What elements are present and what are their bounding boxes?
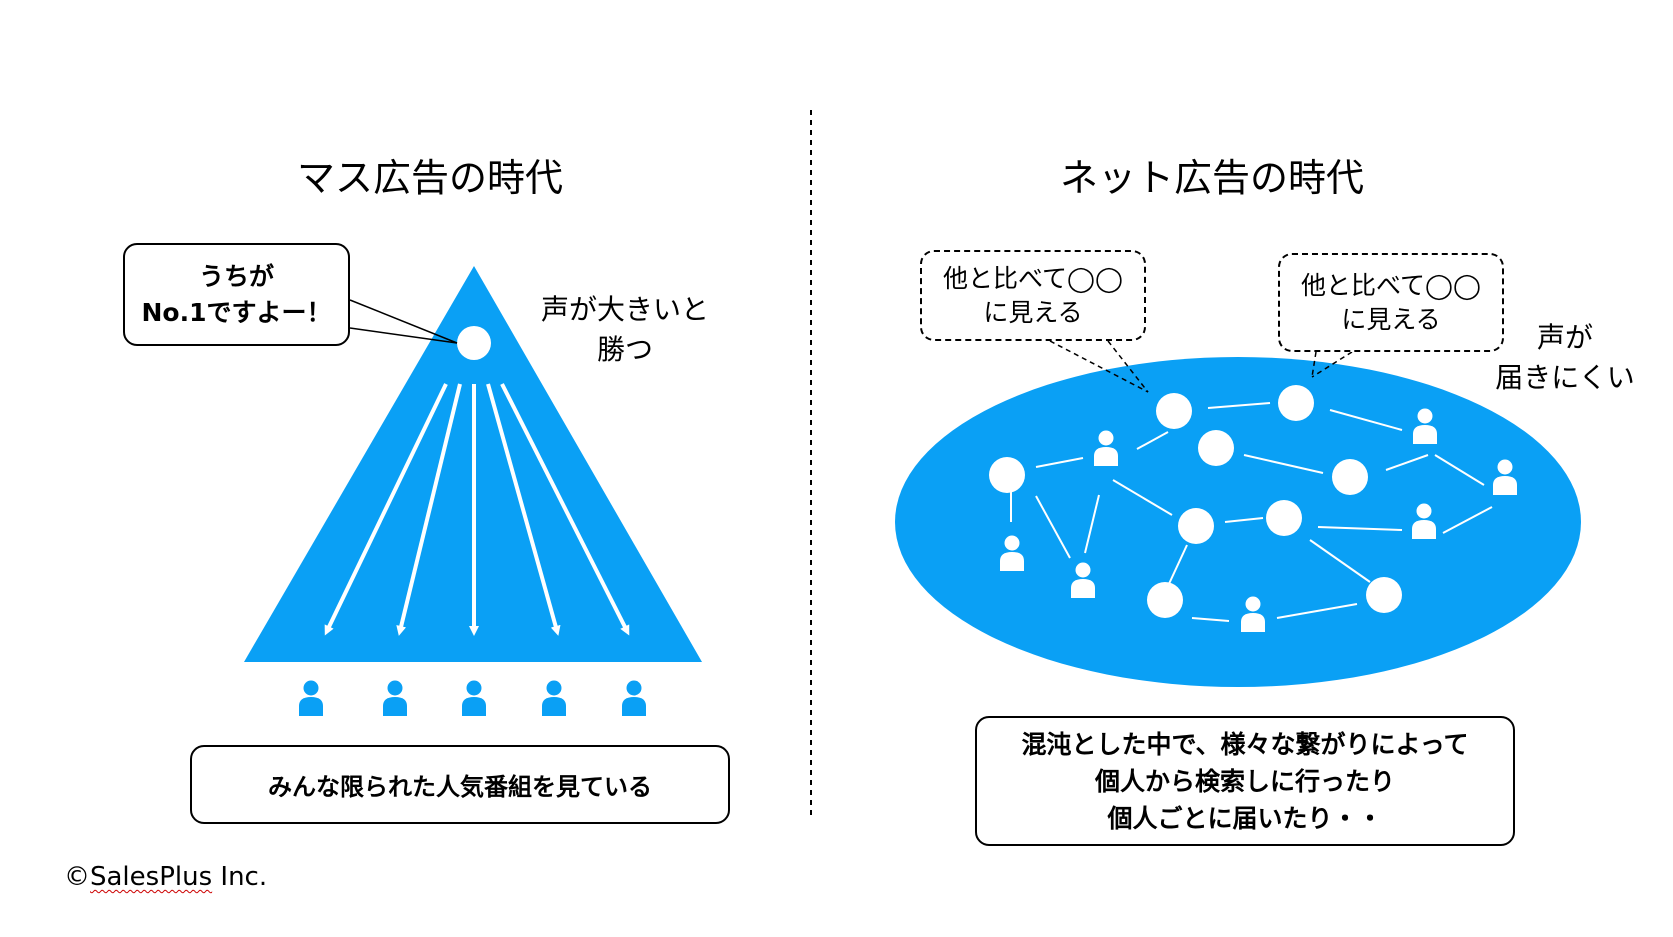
left-title: マス広告の時代 <box>297 156 564 200</box>
speech-bubble: うちが No.1ですよー！ <box>123 243 350 346</box>
broadcast-arrows <box>324 383 630 636</box>
comparison-bubble-2: 他と比べて◯◯ に見える <box>1278 253 1504 352</box>
broadcaster-node <box>457 326 491 360</box>
copyright-name: SalesPlus <box>90 862 213 892</box>
comparison-bubble-1: 他と比べて◯◯ に見える <box>920 250 1146 341</box>
left-bottom-box: みんな限られた人気番組を見ている <box>190 745 730 824</box>
audience-icons <box>299 680 646 716</box>
network-nodes <box>989 385 1402 618</box>
network-ellipse <box>895 357 1581 687</box>
right-bottom-box: 混沌とした中で、様々な繋がりによって 個人から検索しに行ったり 個人ごとに届いた… <box>975 716 1515 846</box>
network-edges <box>1010 402 1493 622</box>
copyright-symbol: © <box>64 862 90 892</box>
copyright: ©SalesPlus Inc. <box>64 862 267 892</box>
left-side-text: 声が大きいと 勝つ <box>540 293 709 366</box>
right-side-text: 声が 届きにくい <box>1495 321 1635 394</box>
right-title: ネット広告の時代 <box>1060 156 1365 200</box>
copyright-suffix: Inc. <box>212 862 268 892</box>
